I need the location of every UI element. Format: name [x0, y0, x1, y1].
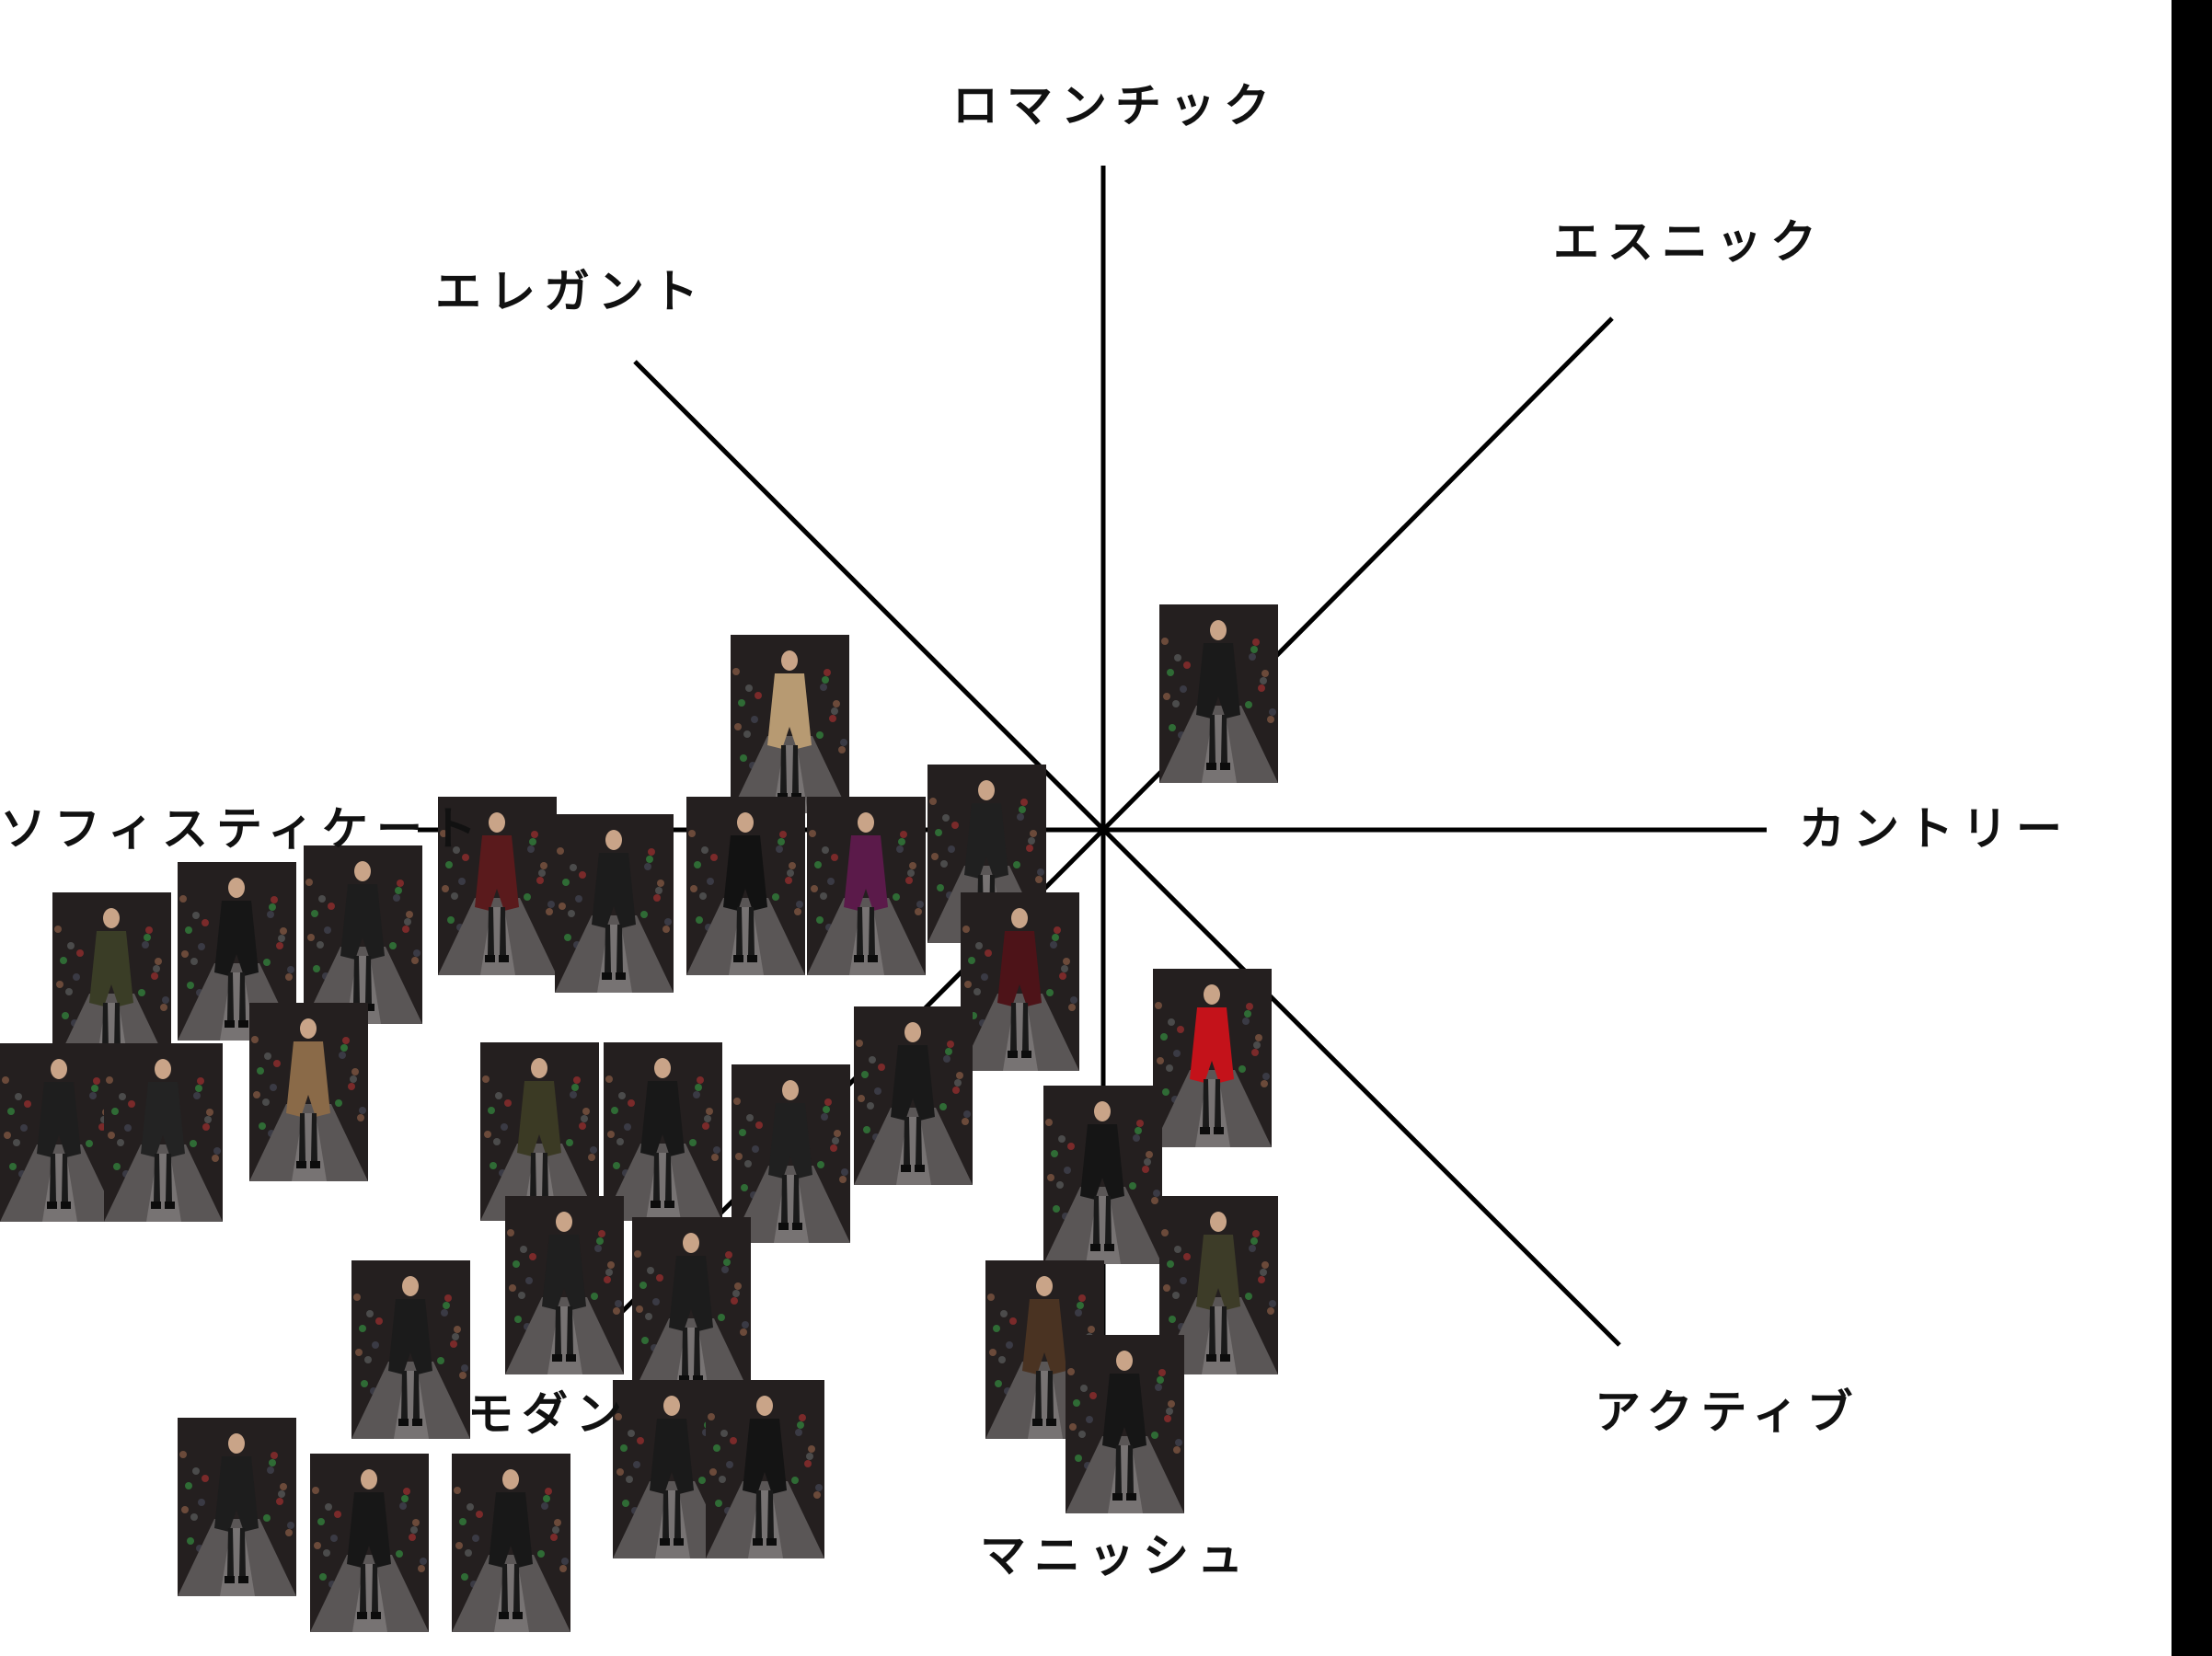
look-photo-black-jacket-a — [555, 814, 674, 993]
axis-label-sophisticated: ソフィスティケート — [0, 802, 485, 856]
look-photo-burgundy-bodysuit — [961, 892, 1079, 1071]
look-photo-black-top-shorts — [686, 797, 805, 975]
look-photo-burgundy-coat — [438, 797, 557, 975]
axis-label-elegant: エレガント — [435, 265, 707, 318]
axis-label-modern: モダン — [467, 1387, 630, 1441]
look-photo-bomber-shorts — [505, 1196, 624, 1374]
axis-label-ethnic: エスニック — [1553, 215, 1825, 269]
look-photo-brown-leather-suit — [985, 1260, 1104, 1439]
look-photo-black-tee-shorts — [706, 1380, 824, 1558]
look-photo-black-set-left-b — [104, 1043, 223, 1222]
look-photo-red-coat — [1153, 969, 1272, 1147]
look-photo-black-set-left-a — [0, 1043, 119, 1222]
look-photo-leather-jacket-red — [632, 1217, 751, 1396]
look-photo-long-leather-coat — [351, 1260, 470, 1439]
look-photo-black-coat-blonde — [178, 1418, 296, 1596]
look-photo-black-leather-coat — [1066, 1335, 1184, 1513]
look-photo-long-coat-e — [310, 1454, 429, 1632]
look-photo-trench-beige — [731, 635, 849, 813]
axis-line-diagonal-elegant-active — [633, 360, 1621, 1347]
axis-label-country: カントリー — [1799, 802, 2070, 856]
look-photo-hooded-coat — [1043, 1086, 1162, 1264]
look-photo-black-long-coat — [604, 1042, 722, 1221]
look-photo-purple-coat — [807, 797, 926, 975]
look-photo-beige-fur-coat — [249, 1003, 368, 1181]
axis-label-mannish: マニッシュ — [980, 1529, 1251, 1582]
look-photo-leather-tee — [732, 1064, 850, 1243]
look-photo-black-suit-d — [854, 1006, 973, 1185]
look-photo-leather-coat-c — [304, 845, 422, 1024]
axis-label-romantic: ロマンチック — [952, 79, 1278, 132]
look-photo-sheer-top-duo — [1159, 604, 1278, 783]
look-photo-black-suit-f — [452, 1454, 570, 1632]
look-photo-olive-jacket — [480, 1042, 599, 1221]
right-edge-bar — [2172, 0, 2212, 1656]
axis-label-active: アクティブ — [1595, 1386, 1861, 1439]
